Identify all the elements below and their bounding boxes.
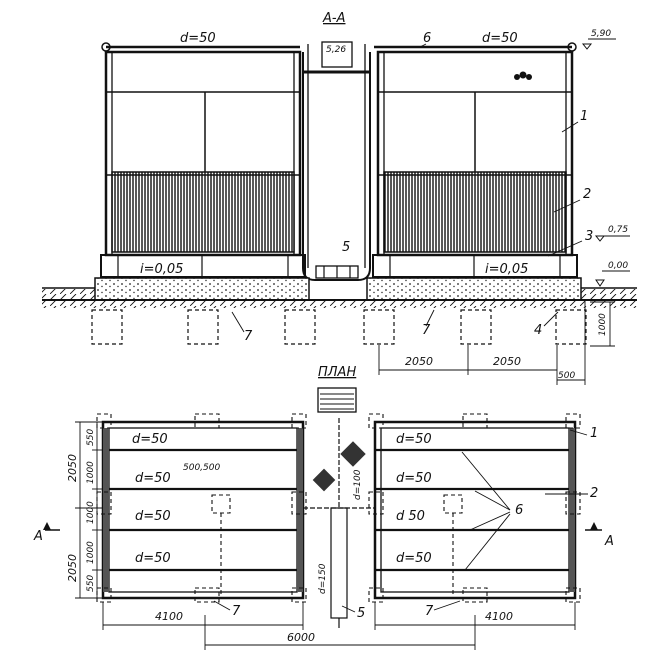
plan-dim-1000-b: 1000: [86, 501, 96, 524]
section-mark-right: А: [604, 534, 614, 549]
section-dim-2050-right: 2050: [493, 355, 521, 368]
callout-4: 4: [534, 323, 542, 338]
callout-2: 2: [583, 187, 591, 202]
plan-title: ПЛАН: [318, 365, 356, 380]
valve-icon-1: [340, 441, 366, 467]
plan-callout-2: 2: [590, 486, 598, 501]
section-title: А-А: [322, 11, 345, 26]
elevation-label-top: 5,90: [591, 29, 611, 39]
callout-1: 1: [580, 109, 588, 124]
plan-dim-2050-bottom: 2050: [66, 554, 79, 582]
plan-pipe-center: d=100: [353, 469, 363, 500]
right-unit: [372, 50, 578, 278]
plan-pipe-label-l2: d=50: [135, 471, 171, 486]
plan-pipe-label-l1: d=50: [132, 432, 168, 447]
central-shaft: [302, 41, 371, 281]
slope-label-right: i=0,05: [485, 262, 528, 277]
plan-callout-6: 6: [515, 503, 523, 518]
section-dim-500: 500: [558, 371, 575, 381]
plan-right-unit: [368, 413, 581, 603]
plan-callout-7-right: 7: [425, 604, 434, 619]
section-dim-1000: 1000: [598, 313, 608, 336]
callout-6: 6: [423, 31, 431, 46]
plan-callout-1: 1: [590, 426, 598, 441]
elevation-label-shaft: 5,26: [326, 45, 346, 55]
callout-7-right: 7: [422, 323, 431, 338]
elevation-label-zero: 0,00: [608, 261, 628, 271]
plan-pipe-label-r1: d=50: [396, 432, 432, 447]
plan-pipe-small: 500,500: [183, 463, 220, 473]
plan-dim-4100-left: 4100: [155, 610, 183, 623]
plan-dim-6000: 6000: [287, 631, 315, 644]
slope-label-left: i=0,05: [140, 262, 183, 277]
left-unit: [100, 50, 306, 278]
plan-dim-550-bottom: 550: [86, 575, 96, 592]
plan-pipe-label-r2: d=50: [396, 471, 432, 486]
valve-icon-2: [312, 468, 336, 492]
section-mark-left: А: [33, 529, 43, 544]
section-dim-2050-left: 2050: [405, 355, 433, 368]
section-pipe-label-left: d=50: [180, 31, 216, 46]
section-view: А-А: [42, 11, 637, 385]
plan-dim-1000-c: 1000: [86, 541, 96, 564]
plan-callout-7-left: 7: [232, 604, 241, 619]
callout-7-left: 7: [244, 329, 253, 344]
plan-pipe-label-l3: d=50: [135, 509, 171, 524]
plan-dim-1000-a: 1000: [86, 461, 96, 484]
plan-dim-2050-top: 2050: [66, 454, 79, 482]
callout-3: 3: [585, 229, 593, 244]
plan-pipe-label-r4: d=50: [396, 551, 432, 566]
plan-pipe-label-r3: d 50: [396, 509, 425, 524]
callout-5: 5: [342, 240, 350, 255]
section-pipe-label-right: d=50: [482, 31, 518, 46]
plan-callout-5: 5: [357, 606, 365, 621]
plan-pipe-label-l4: d=50: [135, 551, 171, 566]
fan-icon: [514, 71, 532, 80]
elevation-label-mid: 0,75: [608, 225, 628, 235]
plan-dim-550-top: 550: [86, 429, 96, 446]
plan-left-unit: [96, 413, 307, 603]
plan-pipe-drain: d=150: [318, 563, 328, 594]
plan-view: ПЛАН: [33, 365, 614, 650]
plan-dim-4100-right: 4100: [485, 610, 513, 623]
